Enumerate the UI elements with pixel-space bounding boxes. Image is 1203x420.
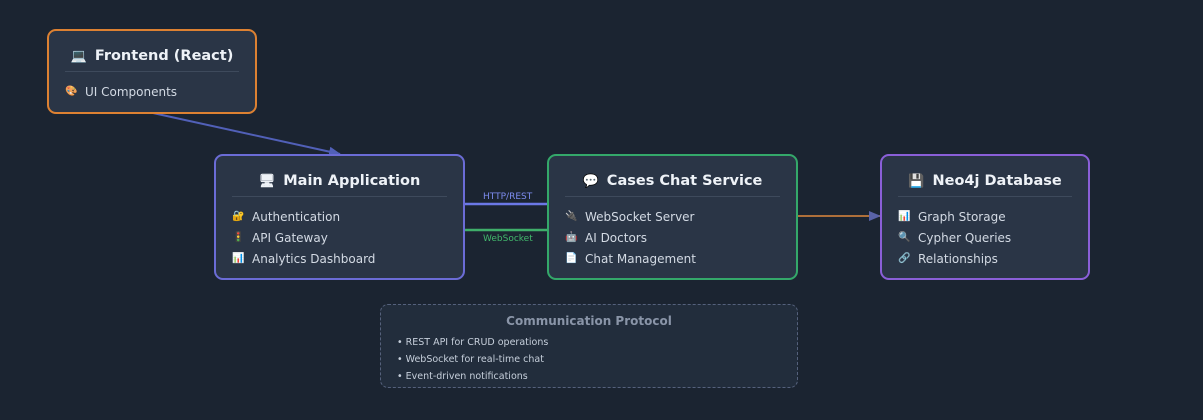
item-label: AI Doctors: [585, 230, 647, 245]
list-item: 📊 Graph Storage: [898, 206, 1072, 227]
neo4j-title: 💾 Neo4j Database: [898, 166, 1072, 197]
item-label: Analytics Dashboard: [252, 251, 376, 266]
item-label: WebSocket Server: [585, 209, 695, 224]
list-item: 🔍 Cypher Queries: [898, 227, 1072, 248]
frontend-title-text: Frontend (React): [94, 48, 234, 64]
protocol-line: • REST API for CRUD operations: [397, 337, 549, 348]
floppy-disk-icon: 💾: [908, 173, 925, 189]
neo4j-database-node: 💾 Neo4j Database 📊 Graph Storage 🔍 Cyphe…: [880, 154, 1090, 280]
main-application-title-text: Main Application: [283, 173, 421, 189]
plug-icon: 🔌: [565, 211, 578, 222]
list-item: 🎨 UI Components: [65, 81, 239, 102]
item-label: Chat Management: [585, 251, 696, 266]
speech-bubble-icon: 💬: [582, 173, 599, 189]
item-label: UI Components: [85, 84, 178, 99]
magnifier-icon: 🔍: [898, 232, 911, 243]
frontend-node: 💻 Frontend (React) 🎨 UI Components: [47, 29, 257, 114]
protocol-title: Communication Protocol: [506, 314, 672, 328]
item-label: Cypher Queries: [918, 230, 1012, 245]
list-item: 📄 Chat Management: [565, 248, 780, 269]
bar-chart-icon: 📊: [232, 253, 245, 264]
frontend-to-main-arrow: [152, 112, 341, 157]
traffic-light-icon: 🚦: [232, 232, 245, 243]
main-application-title: 🖥 Main Application: [232, 166, 447, 197]
http-rest-label: HTTP/REST: [483, 192, 533, 202]
neo4j-items: 📊 Graph Storage 🔍 Cypher Queries 🔗 Relat…: [898, 206, 1072, 269]
link-icon: 🔗: [898, 253, 911, 264]
chat-service-title-text: Cases Chat Service: [606, 173, 763, 189]
list-item: 🔐 Authentication: [232, 206, 447, 227]
list-item: 🤖 AI Doctors: [565, 227, 780, 248]
item-label: Authentication: [252, 209, 341, 224]
list-item: 🚦 API Gateway: [232, 227, 447, 248]
frontend-title: 💻 Frontend (React): [65, 41, 239, 72]
list-item: 🔗 Relationships: [898, 248, 1072, 269]
bar-chart-icon: 📊: [898, 211, 911, 222]
websocket-label: WebSocket: [483, 234, 533, 244]
chat-service-items: 🔌 WebSocket Server 🤖 AI Doctors 📄 Chat M…: [565, 206, 780, 269]
protocol-line: • Event-driven notifications: [397, 371, 528, 382]
item-label: API Gateway: [252, 230, 328, 245]
item-label: Graph Storage: [918, 209, 1006, 224]
document-icon: 📄: [565, 253, 578, 264]
robot-icon: 🤖: [565, 232, 578, 243]
frontend-items: 🎨 UI Components: [65, 81, 239, 102]
main-application-items: 🔐 Authentication 🚦 API Gateway 📊 Analyti…: [232, 206, 447, 269]
item-label: Relationships: [918, 251, 998, 266]
list-item: 🔌 WebSocket Server: [565, 206, 780, 227]
cases-chat-service-node: 💬 Cases Chat Service 🔌 WebSocket Server …: [547, 154, 798, 280]
list-item: 📊 Analytics Dashboard: [232, 248, 447, 269]
main-application-node: 🖥 Main Application 🔐 Authentication 🚦 AP…: [214, 154, 465, 280]
palette-icon: 🎨: [65, 86, 78, 97]
neo4j-title-text: Neo4j Database: [932, 173, 1062, 189]
laptop-icon: 💻: [70, 48, 87, 64]
communication-protocol-box: Communication Protocol • REST API for CR…: [380, 304, 798, 388]
chat-service-title: 💬 Cases Chat Service: [565, 166, 780, 197]
protocol-line: • WebSocket for real-time chat: [397, 354, 544, 365]
server-icon: 🖥: [258, 173, 276, 189]
lock-icon: 🔐: [232, 211, 245, 222]
